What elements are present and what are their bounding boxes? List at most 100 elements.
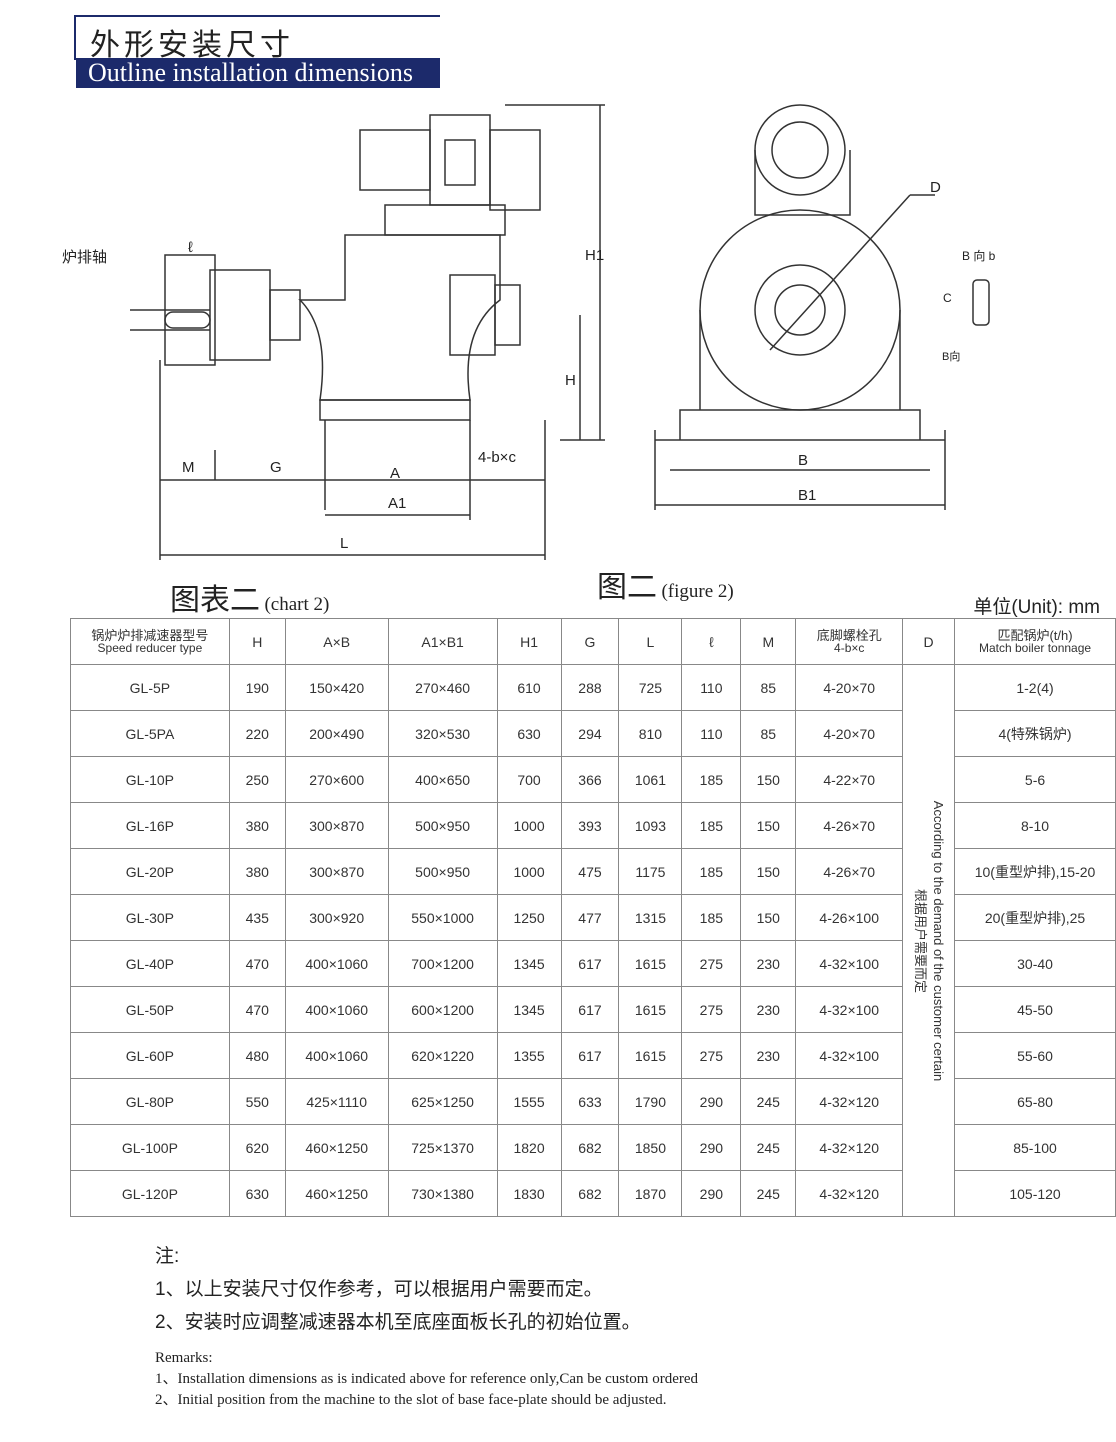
- table-cell: 400×1060: [284, 1032, 389, 1079]
- table-cell: 1555: [496, 1078, 562, 1125]
- table-cell: 4-20×70: [795, 710, 904, 757]
- table-cell: 4-20×70: [795, 664, 904, 711]
- notes-title: 注:: [155, 1246, 180, 1267]
- dim-a1: A1: [388, 495, 406, 512]
- table-cell: 4-32×120: [795, 1170, 904, 1217]
- title-en: Outline installation dimensions: [76, 58, 440, 88]
- table-cell: GL-40P: [70, 940, 230, 987]
- table-cell: 1000: [496, 802, 562, 849]
- column-header: G: [560, 618, 620, 665]
- dim-h: H: [565, 372, 576, 389]
- table-cell: 625×1250: [387, 1078, 498, 1125]
- table-cell: 245: [740, 1170, 797, 1217]
- table-cell: GL-16P: [70, 802, 230, 849]
- dim-c: C: [943, 291, 952, 305]
- figure-2-front-view: [654, 104, 990, 510]
- table-cell: 185: [681, 848, 742, 895]
- table-cell: 4-26×70: [795, 802, 904, 849]
- table-cell: 617: [560, 940, 620, 987]
- table-cell: 10(重型炉排),15-20: [954, 848, 1116, 895]
- table-cell: 725×1370: [387, 1124, 498, 1171]
- figure-1-side-view: [130, 104, 605, 560]
- figure-caption-en: (figure 2): [661, 581, 734, 602]
- dim-l: ℓ: [188, 239, 193, 256]
- table-cell: 620: [228, 1124, 286, 1171]
- header-text: A×B: [323, 633, 351, 650]
- column-header: 匹配锅炉(t/h)Match boiler tonnage: [954, 618, 1116, 665]
- table-cell: 245: [740, 1124, 797, 1171]
- table-cell: 245: [740, 1078, 797, 1125]
- remark-item: 2、Initial position from the machine to t…: [155, 1392, 667, 1408]
- table-cell: 4-32×120: [795, 1124, 904, 1171]
- header-subtext: Speed reducer type: [97, 640, 203, 655]
- table-cell: 4-32×100: [795, 940, 904, 987]
- title-rule-vertical: [74, 15, 76, 60]
- table-cell: 185: [681, 756, 742, 803]
- table-cell: 150×420: [284, 664, 389, 711]
- table-cell: 270×460: [387, 664, 498, 711]
- table-cell: 150: [740, 894, 797, 941]
- table-cell: 620×1220: [387, 1032, 498, 1079]
- table-cell: 630: [496, 710, 562, 757]
- column-header: L: [618, 618, 683, 665]
- title-cn: 外形安装尺寸: [90, 29, 294, 62]
- table-cell: 400×650: [387, 756, 498, 803]
- table-cell: 1000: [496, 848, 562, 895]
- table-cell: GL-60P: [70, 1032, 230, 1079]
- header-text: 匹配锅炉(t/h): [997, 627, 1073, 643]
- column-header: ℓ: [681, 618, 742, 665]
- table-cell: 480: [228, 1032, 286, 1079]
- header-text: G: [584, 633, 596, 650]
- table-cell: GL-30P: [70, 894, 230, 941]
- figure-caption: 图二 (figure 2): [597, 562, 734, 606]
- table-cell: 300×870: [284, 802, 389, 849]
- table-cell: 550×1000: [387, 894, 498, 941]
- dim-b: B: [798, 452, 808, 469]
- column-header: M: [740, 618, 797, 665]
- table-cell: 275: [681, 1032, 742, 1079]
- dim-a: A: [390, 465, 400, 482]
- table-cell: 610: [496, 664, 562, 711]
- table-cell: 1061: [618, 756, 683, 803]
- dim-h1: H1: [585, 247, 604, 264]
- table-cell: 682: [560, 1170, 620, 1217]
- table-cell: 8-10: [954, 802, 1116, 849]
- header-text: M: [762, 633, 775, 650]
- unit-label: 单位(Unit): mm: [973, 597, 1100, 618]
- d-note-cn: 根据用户需要而定: [912, 888, 928, 993]
- dim-g: G: [270, 459, 282, 476]
- table-cell: 290: [681, 1170, 742, 1217]
- d-note-en: According to the demand of the customer …: [930, 800, 946, 1081]
- table-cell: 300×920: [284, 894, 389, 941]
- table-cell: 110: [681, 710, 742, 757]
- table-cell: 105-120: [954, 1170, 1116, 1217]
- column-header: D: [902, 618, 956, 665]
- table-cell: GL-5P: [70, 664, 230, 711]
- table-cell: GL-120P: [70, 1170, 230, 1217]
- table-cell: 700×1200: [387, 940, 498, 987]
- table-cell: GL-80P: [70, 1078, 230, 1125]
- table-cell: 230: [740, 1032, 797, 1079]
- table-cell: 810: [618, 710, 683, 757]
- dim-b-view: B 向 b: [962, 248, 996, 263]
- chart-caption-cn: 图表二: [170, 584, 260, 617]
- table-cell: 1250: [496, 894, 562, 941]
- header-subtext: Match boiler tonnage: [979, 640, 1092, 655]
- table-cell: 200×490: [284, 710, 389, 757]
- column-header: H1: [496, 618, 562, 665]
- table-cell: 460×1250: [284, 1170, 389, 1217]
- table-cell: 110: [681, 664, 742, 711]
- table-cell: 4-32×120: [795, 1078, 904, 1125]
- table-cell: 1355: [496, 1032, 562, 1079]
- table-cell: 435: [228, 894, 286, 941]
- table-cell: 477: [560, 894, 620, 941]
- header-text: H: [252, 633, 263, 650]
- table-cell: 1345: [496, 986, 562, 1033]
- d-column-note: According to the demand of the customer …: [902, 664, 956, 1217]
